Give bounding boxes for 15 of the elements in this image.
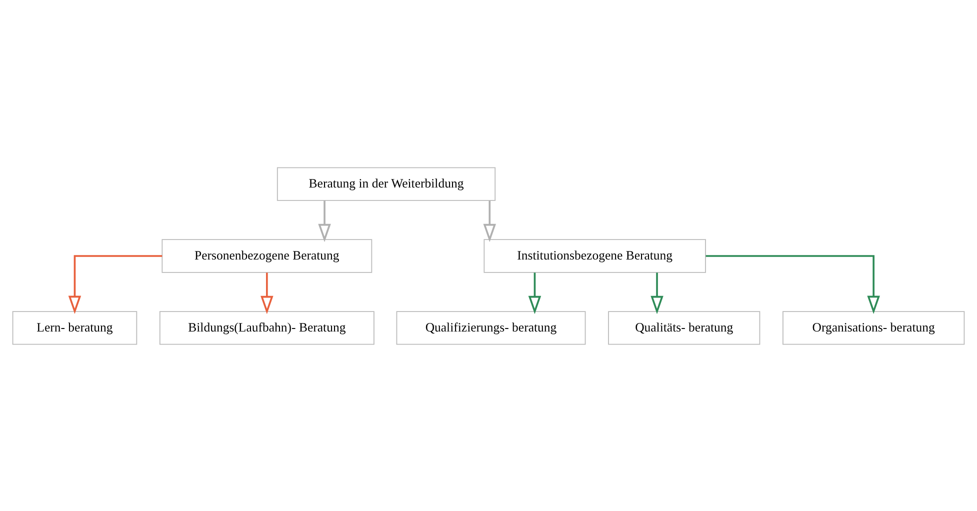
node-box: Qualitäts- beratung: [608, 310, 760, 344]
arrow: [706, 254, 880, 314]
node-box: Beratung in der Weiterbildung: [276, 166, 496, 200]
arrow: [483, 200, 496, 242]
arrow: [260, 272, 274, 314]
node-box: Qualifizierungs- beratung: [396, 310, 586, 344]
node-box: Organisations- beratung: [782, 310, 965, 344]
node-box: Bildungs(Laufbahn)- Beratung: [159, 310, 374, 344]
node-box: Lern- beratung: [12, 310, 138, 344]
arrow: [528, 272, 542, 314]
node-box: Institutionsbezogene Beratung: [484, 238, 706, 272]
node-box: Personenbezogene Beratung: [162, 238, 372, 272]
arrow: [318, 200, 331, 242]
arrow: [650, 272, 664, 314]
arrow: [68, 254, 162, 314]
